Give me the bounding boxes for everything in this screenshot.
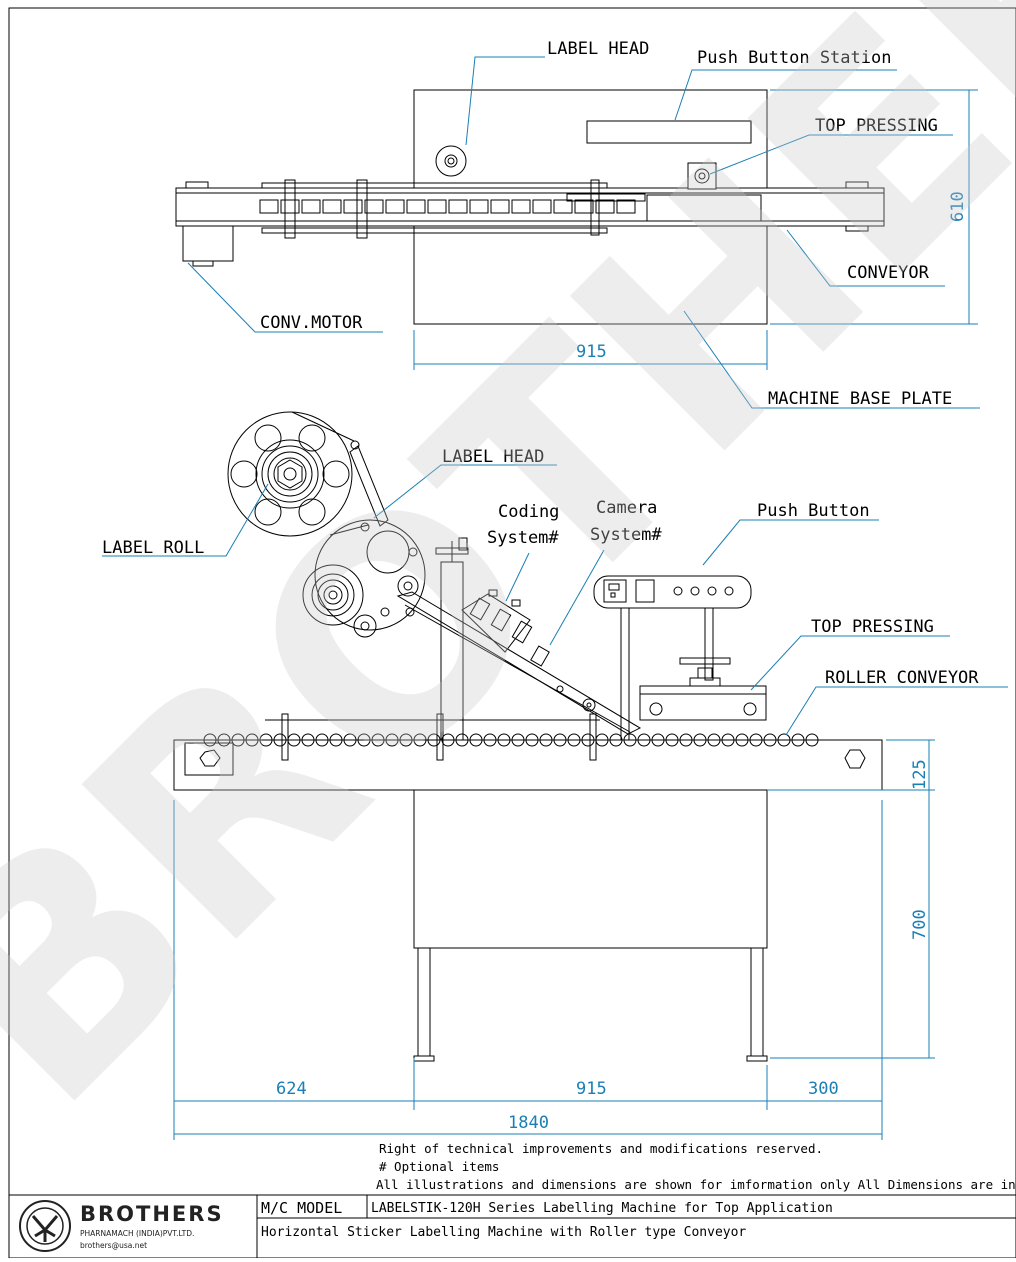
roller-conveyor-frame	[173, 739, 883, 791]
company-email: brothers@usa.net	[80, 1241, 147, 1250]
conveyor-slats	[259, 199, 636, 214]
dim-conveyor-height: 125	[910, 759, 930, 790]
top-pressing-front	[639, 657, 767, 721]
conveyor-callout: CONVEYOR	[847, 263, 930, 283]
push-button-station-callout: Push Button Station	[697, 48, 891, 68]
note-line-1: Right of technical improvements and modi…	[379, 1141, 823, 1156]
front-view: LABEL ROLL LABEL HEAD Coding System# Cam…	[102, 411, 1008, 1140]
model-value: LABELSTIK-120H Series Labelling Machine …	[371, 1201, 833, 1216]
company-logo	[19, 1200, 71, 1252]
camera-system-callout-2: System#	[590, 525, 662, 545]
roller-conveyor-callout: ROLLER CONVEYOR	[825, 668, 979, 688]
label-head-unit	[302, 519, 426, 638]
top-pressing-callout-top: TOP PRESSING	[815, 116, 938, 136]
dim-top-width: 915	[576, 342, 607, 362]
title-block: BROTHERS PHARNAMACH (INDIA)PVT.LTD. brot…	[9, 1194, 1016, 1259]
watermark-text: BROTHERS	[0, 0, 1016, 1170]
coding-system-callout-1: Coding	[498, 502, 559, 522]
dim-stand-height: 700	[910, 909, 930, 940]
camera-system	[530, 645, 550, 667]
dim-mid: 915	[576, 1079, 607, 1099]
machine-stand	[413, 789, 768, 949]
note-line-3: All illustrations and dimensions are sho…	[376, 1177, 1016, 1192]
top-view: LABEL HEAD Push Button Station TOP PRESS…	[175, 39, 980, 409]
dim-left: 624	[276, 1079, 307, 1099]
brand-name: BROTHERS	[80, 1202, 224, 1226]
company-name: PHARNAMACH (INDIA)PVT.LTD.	[80, 1229, 194, 1238]
note-line-2: # Optional items	[379, 1159, 499, 1174]
coding-system-callout-2: System#	[487, 528, 559, 548]
label-roll-callout: LABEL ROLL	[102, 538, 204, 558]
push-button-panel	[593, 575, 752, 609]
conv-motor-callout: CONV.MOTOR	[260, 313, 363, 333]
model-label: M/C MODEL	[261, 1199, 342, 1217]
coding-system	[461, 589, 533, 653]
top-pressing-callout-front: TOP PRESSING	[811, 617, 934, 637]
conv-motor-top	[182, 225, 234, 262]
camera-system-callout-1: Camera	[596, 498, 657, 518]
dim-right: 300	[808, 1079, 839, 1099]
push-button-station	[586, 120, 752, 144]
label-head-roll-top	[435, 145, 467, 177]
watermark: BROTHERS	[0, 0, 1016, 1170]
dim-total: 1840	[508, 1113, 549, 1133]
machine-base-plate-callout: MACHINE BASE PLATE	[768, 389, 952, 409]
label-head-callout-front: LABEL HEAD	[442, 447, 544, 467]
label-roll	[227, 411, 353, 537]
dim-top-height: 610	[948, 191, 968, 222]
machine-description: Horizontal Sticker Labelling Machine wit…	[261, 1225, 746, 1240]
push-button-callout: Push Button	[757, 501, 870, 521]
label-head-callout-top: LABEL HEAD	[547, 39, 649, 59]
top-pressing-top	[687, 162, 717, 190]
